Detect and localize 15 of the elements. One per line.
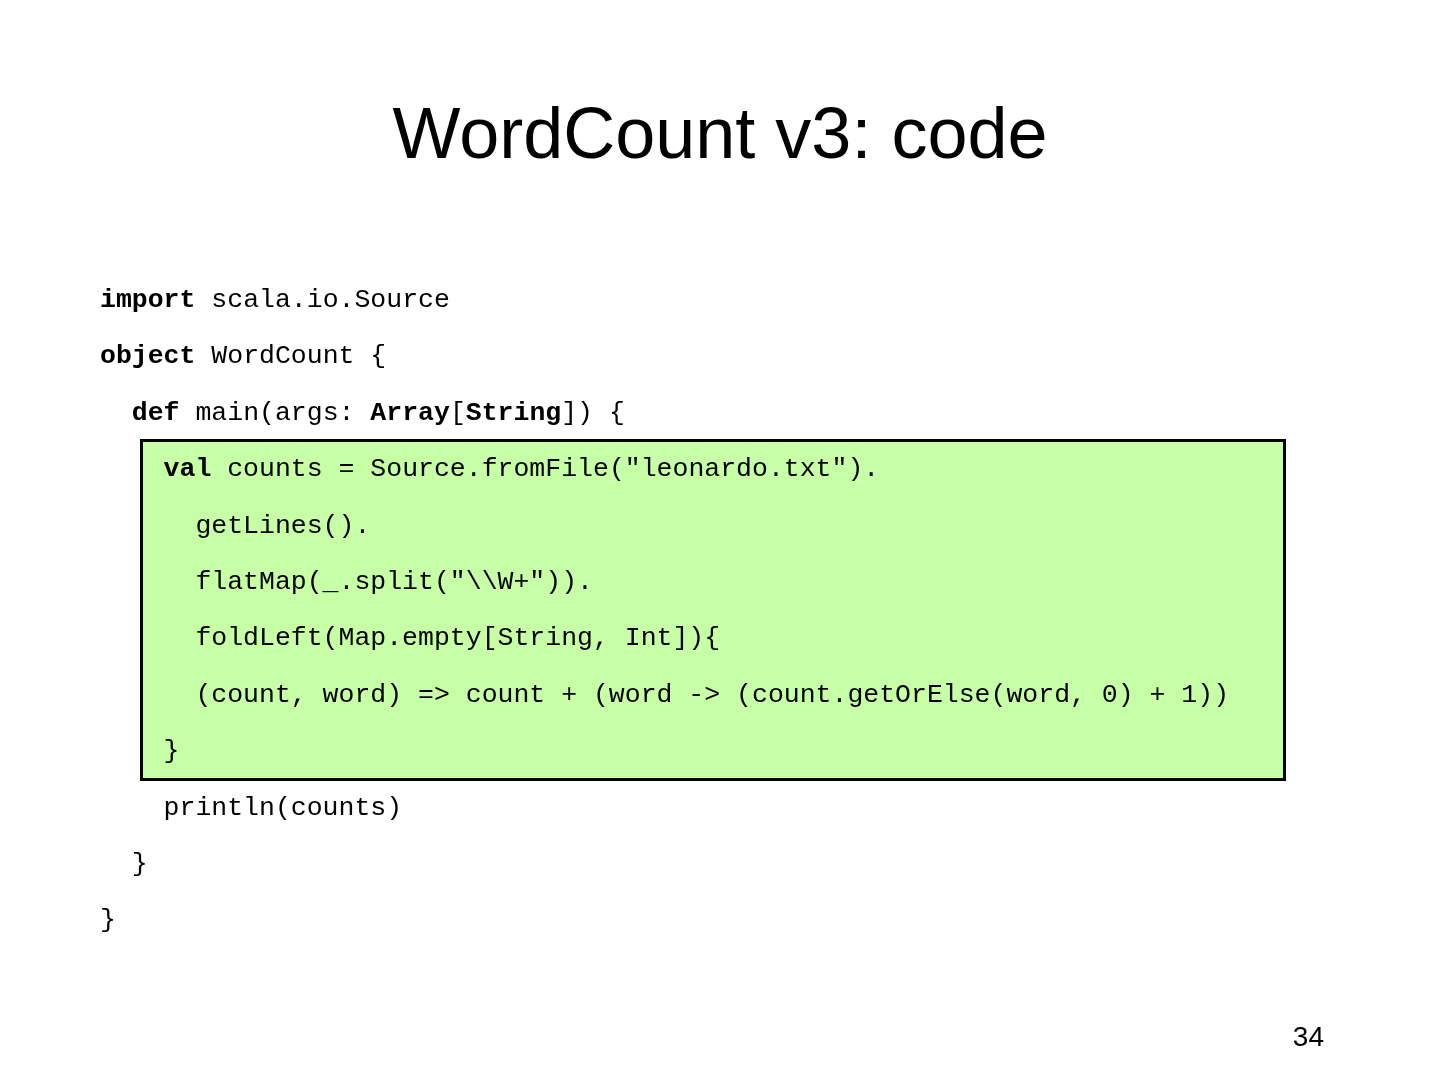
code-line: } <box>131 849 148 879</box>
highlight-box <box>140 439 1286 781</box>
code-line: } <box>163 736 180 767</box>
code-line: import scala.io.Source <box>100 285 450 315</box>
code-line: } <box>100 905 116 936</box>
code-line: println(counts) <box>163 792 403 823</box>
code-line: val counts = Source.fromFile("leonardo.txt"). <box>163 454 880 485</box>
code-line: getLines(). <box>195 510 371 541</box>
code-line: foldLeft(Map.empty[String, Int]){ <box>195 623 721 654</box>
code-line: flatMap(_.split("\\W+")). <box>195 567 593 597</box>
page-number: 34 <box>1292 1020 1324 1054</box>
slide-title: WordCount v3: code <box>391 92 1049 175</box>
code-line: object WordCount { <box>100 341 387 372</box>
code-line: (count, word) => count + (word -> (count.getOrElse(word, 0) + 1)) <box>195 679 1230 710</box>
code-line: def main(args: Array[String]) { <box>131 397 625 428</box>
